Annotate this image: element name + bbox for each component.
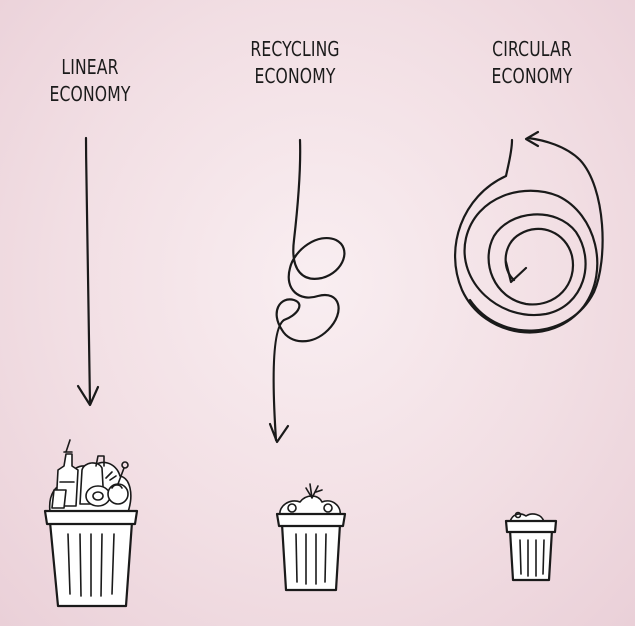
trash-bin-icon: [275, 512, 347, 592]
overflowing-waste-icon: [48, 439, 132, 513]
linear-economy-title: LINEAR ECONOMY: [49, 55, 131, 106]
circular-economy-title: CIRCULAR ECONOMY: [491, 37, 573, 88]
trash-bin-icon: [43, 509, 139, 608]
recycling-economy-title: RECYCLING ECONOMY: [250, 37, 340, 88]
small-waste-icon: [279, 483, 342, 517]
looped-down-arrow-icon: [268, 138, 346, 444]
straight-down-arrow-icon: [76, 136, 100, 407]
spiral-loop-arrow-icon: [454, 130, 604, 334]
trash-bin-icon: [504, 519, 558, 582]
